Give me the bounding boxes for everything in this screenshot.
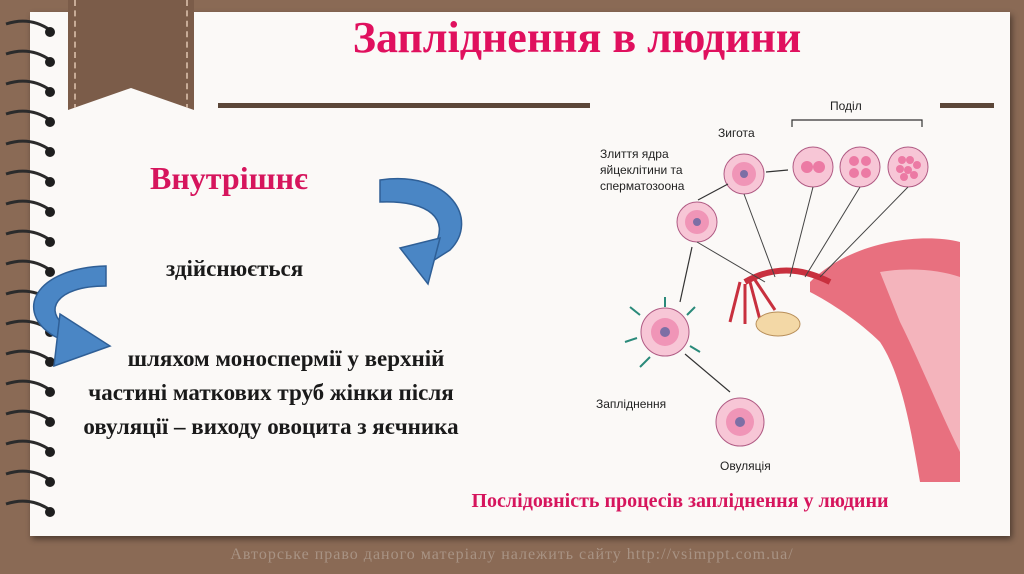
diagram-caption: Послідовність процесів запліднення у люд… [471, 490, 889, 512]
cell-ovulation [715, 397, 765, 447]
text-monospermy: шляхом моноспермії у верхній частині мат… [83, 346, 459, 439]
curved-arrow-right-icon [379, 177, 463, 286]
ovary-shape [755, 311, 801, 337]
cell-division-2 [792, 146, 834, 188]
label-fusion-3: сперматозоона [600, 179, 685, 193]
label-division: Поділ [830, 99, 862, 113]
label-zygote: Зиготa [718, 126, 755, 140]
label-ovulation: Овуляція [720, 459, 771, 473]
title-rule-left [218, 103, 590, 108]
cell-zygote [723, 153, 765, 195]
label-fertilization: Запліднення [596, 397, 666, 411]
cell-division-many [887, 146, 929, 188]
copyright-footer: Авторське право даного матеріалу належит… [230, 546, 794, 563]
title-rule-right [940, 103, 994, 108]
slide-title: Запліднення в людини [352, 13, 802, 62]
text-performed: здійснюється [166, 256, 304, 281]
fertilization-diagram: Поділ Зиготa Злиття ядра яйцеклітини та … [596, 99, 960, 482]
cell-division-4 [839, 146, 881, 188]
subtitle: Внутрішнє [150, 160, 308, 196]
cell-fertilization [624, 297, 701, 368]
curved-arrow-left-icon [33, 265, 112, 368]
label-fusion-2: яйцеклітини та [600, 163, 683, 177]
cell-fusion [676, 201, 718, 243]
label-fusion-1: Злиття ядра [600, 147, 669, 161]
